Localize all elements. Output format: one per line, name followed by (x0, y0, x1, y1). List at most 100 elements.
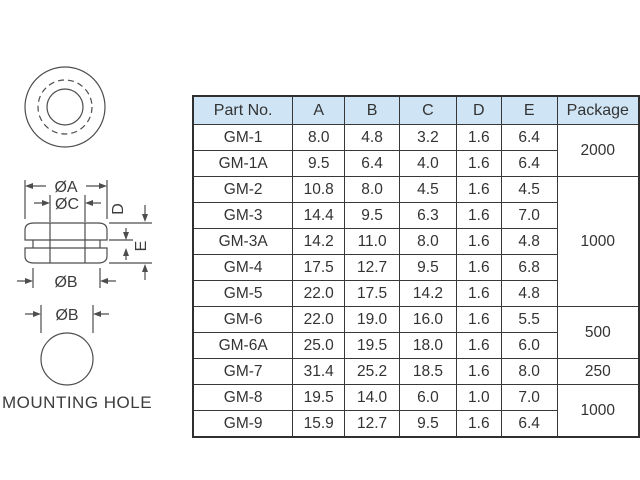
part-no-cell: GM-4 (192, 254, 294, 281)
part-no-cell: GM-8 (192, 384, 294, 411)
dim-a-cell: 10.8 (292, 176, 346, 203)
dim-label-dia-a: ØA (54, 179, 77, 196)
dim-e-cell: 6.4 (500, 410, 558, 438)
dim-a-cell: 14.2 (292, 228, 346, 255)
dim-label-dia-b-section: ØB (54, 274, 77, 291)
dim-d-cell: 1.6 (455, 332, 502, 359)
part-no-cell: GM-3 (192, 202, 294, 229)
hole-dim-extension-lines (40, 305, 94, 333)
dim-b-cell: 19.5 (344, 332, 401, 359)
dim-a-arrow-left (25, 183, 33, 189)
part-no-cell: GM-6 (192, 306, 294, 333)
part-no-cell: GM-3A (192, 228, 294, 255)
mounting-hole-caption: MOUNTING HOLE (2, 393, 152, 412)
inner-hole-circle (46, 88, 84, 126)
dim-c-cell: 8.0 (399, 228, 457, 255)
dim-label-d: D (110, 203, 127, 215)
column-header-0: Part No. (192, 95, 294, 125)
dim-e-cell: 7.0 (500, 202, 558, 229)
dim-c-cell: 6.0 (399, 384, 457, 411)
dim-b-arrow-left (25, 278, 33, 284)
dim-c-extension-lines (49, 195, 86, 222)
dim-e-cell: 6.4 (500, 124, 558, 151)
dim-e-arrow-down (123, 232, 129, 240)
dim-c-cell: 18.0 (399, 332, 457, 359)
dim-b-cell: 17.5 (344, 280, 401, 307)
dim-c-cell: 4.5 (399, 176, 457, 203)
dim-d-cell: 1.6 (455, 306, 502, 333)
dim-b-cell: 9.5 (344, 202, 401, 229)
dim-a-arrow-right (99, 183, 107, 189)
column-header-2: B (344, 95, 401, 125)
dim-a-cell: 14.4 (292, 202, 346, 229)
dim-d-cell: 1.6 (455, 254, 502, 281)
grommet-cross-section: ØA ØC D E (17, 179, 152, 291)
dim-c-cell: 18.5 (399, 358, 457, 385)
dim-b-cell: 8.0 (344, 176, 401, 203)
grommet-top-view (24, 66, 106, 148)
outer-diameter-circle (24, 66, 106, 148)
column-header-1: A (292, 95, 346, 125)
dim-b-cell: 12.7 (344, 254, 401, 281)
dim-a-cell: 17.5 (292, 254, 346, 281)
dim-a-cell: 22.0 (292, 306, 346, 333)
dim-e-cell: 6.0 (500, 332, 558, 359)
dim-c-arrow-right (85, 200, 93, 206)
dim-d-cell: 1.6 (455, 124, 502, 151)
package-cell: 500 (556, 306, 640, 359)
dim-d-cell: 1.0 (455, 384, 502, 411)
package-cell: 1000 (556, 176, 640, 307)
package-cell: 2000 (556, 124, 640, 177)
dim-c-cell: 9.5 (399, 254, 457, 281)
dim-d-cell: 1.6 (455, 176, 502, 203)
dim-b-cell: 12.7 (344, 410, 401, 438)
dim-c-cell: 3.2 (399, 124, 457, 151)
dim-e-cell: 4.5 (500, 176, 558, 203)
top-flange (24, 222, 108, 241)
dim-b-arrow-right (100, 278, 108, 284)
dim-a-cell: 22.0 (292, 280, 346, 307)
groove-diameter-dashed-circle (37, 79, 93, 135)
dim-c-cell: 6.3 (399, 202, 457, 229)
dim-a-cell: 15.9 (292, 410, 346, 438)
hole-dim-arrow-left (33, 311, 41, 317)
dim-a-extension-lines (24, 180, 108, 219)
dim-e-cell: 7.0 (500, 384, 558, 411)
dim-label-dia-b-hole: ØB (55, 307, 78, 324)
grommet-technical-drawing: ØA ØC D E (2, 66, 152, 412)
part-no-cell: GM-5 (192, 280, 294, 307)
dim-b-cell: 19.0 (344, 306, 401, 333)
dim-e-cell: 8.0 (500, 358, 558, 385)
part-no-cell: GM-9 (192, 410, 294, 438)
part-no-cell: GM-6A (192, 332, 294, 359)
column-header-6: Package (556, 95, 640, 125)
inner-hole-wall-lines (49, 223, 86, 263)
dim-e-arrow-up (123, 248, 129, 256)
package-cell: 250 (556, 358, 640, 385)
dim-d-cell: 1.6 (455, 410, 502, 438)
dim-b-cell: 6.4 (344, 150, 401, 177)
mounting-hole-circle (40, 332, 94, 386)
dim-a-cell: 9.5 (292, 150, 346, 177)
part-no-cell: GM-2 (192, 176, 294, 203)
bottom-flange (24, 247, 108, 264)
dim-d-cell: 1.6 (455, 150, 502, 177)
dim-e-cell: 4.8 (500, 228, 558, 255)
dim-d-cell: 1.6 (455, 228, 502, 255)
dim-a-cell: 19.5 (292, 384, 346, 411)
dim-d-cell: 1.6 (455, 202, 502, 229)
dim-a-cell: 8.0 (292, 124, 346, 151)
dim-label-e: E (133, 241, 150, 252)
dim-label-dia-c: ØC (55, 196, 79, 213)
